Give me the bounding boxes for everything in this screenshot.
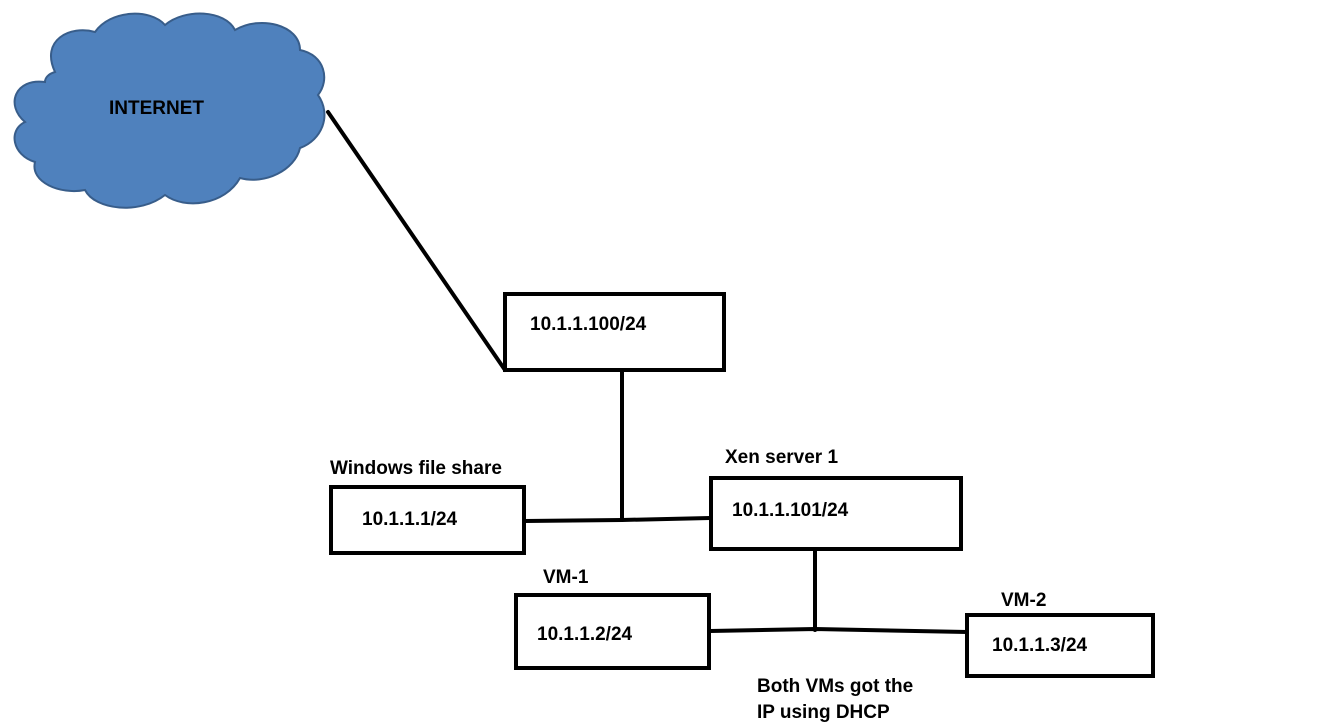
connections: [326, 110, 969, 634]
link-fileshare-xen: [523, 516, 712, 523]
dhcp-note: Both VMs got the IP using DHCP: [757, 674, 913, 726]
vm1-ip: 10.1.1.2/24: [537, 624, 633, 645]
gateway-box: [503, 292, 726, 372]
link-vm1-vm2: [708, 626, 969, 634]
xen-server-ip: 10.1.1.101/24: [732, 500, 849, 521]
xen-server-title: Xen server 1: [725, 447, 839, 468]
file-share-ip: 10.1.1.1/24: [362, 509, 458, 530]
file-share-box: [329, 485, 526, 555]
vm1-title: VM-1: [543, 567, 589, 588]
gateway-ip: 10.1.1.100/24: [530, 314, 647, 335]
link-internet-gateway: [326, 110, 507, 372]
vm1-box: [514, 593, 711, 670]
file-share-title: Windows file share: [330, 458, 502, 479]
internet-cloud: [13, 12, 326, 209]
xen-server-box: [709, 476, 963, 551]
vm2-ip: 10.1.1.3/24: [992, 635, 1088, 656]
internet-label: INTERNET: [109, 98, 204, 119]
node-boxes: [329, 292, 1155, 678]
vm2-title: VM-2: [1001, 590, 1047, 611]
vm2-box: [965, 613, 1155, 678]
dhcp-note-line-1: Both VMs got the: [757, 676, 914, 697]
cloud-icon: [13, 12, 326, 209]
dhcp-note-line-2: IP using DHCP: [757, 702, 890, 723]
